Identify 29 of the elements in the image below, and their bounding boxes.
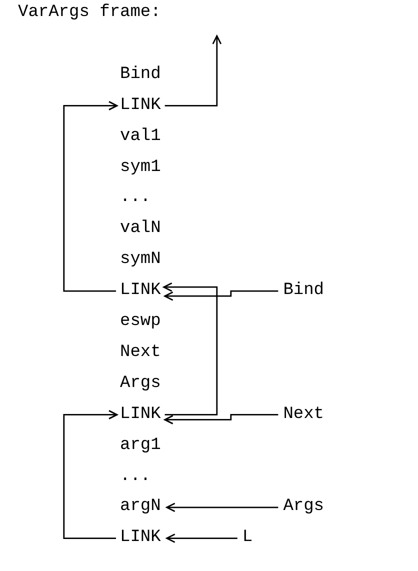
frame-slot-label: sym1 bbox=[120, 156, 161, 178]
pointer-label: Next bbox=[283, 404, 324, 426]
pointer-label: L bbox=[242, 527, 253, 550]
frame-slot-label: LINK bbox=[120, 404, 161, 426]
pointer-arrow bbox=[164, 290, 278, 301]
frame-slot-label: LINK bbox=[120, 527, 161, 550]
frame-slot-label: ... bbox=[120, 187, 151, 210]
frame-slot-label: Next bbox=[120, 342, 161, 364]
frame-slot-label: argN bbox=[120, 496, 161, 518]
frame-slot-label: ... bbox=[120, 466, 151, 488]
frame-slot-label: Bind bbox=[120, 64, 161, 86]
frame-slot-label: arg1 bbox=[120, 434, 161, 457]
diagram-title: VarArgs frame: bbox=[18, 2, 161, 24]
pointer-arrow bbox=[166, 534, 238, 543]
connector-arrow bbox=[63, 101, 118, 292]
frame-slot-label: eswp bbox=[120, 311, 161, 333]
connector-arrow bbox=[164, 35, 222, 106]
frame-slot-label: Args bbox=[120, 372, 161, 395]
connector-arrow bbox=[63, 410, 118, 539]
connector-arrow bbox=[163, 282, 218, 416]
frame-slot-label: LINK bbox=[120, 94, 161, 117]
pointer-label: Args bbox=[283, 496, 324, 518]
frame-slot-label: LINK bbox=[120, 280, 161, 302]
frame-slot-label: symN bbox=[120, 249, 161, 272]
pointer-arrow bbox=[166, 502, 278, 512]
pointer-label: Bind bbox=[283, 280, 324, 302]
frame-slot-label: val1 bbox=[120, 126, 161, 148]
pointer-arrow bbox=[164, 414, 278, 424]
frame-slot-label: valN bbox=[120, 218, 161, 240]
